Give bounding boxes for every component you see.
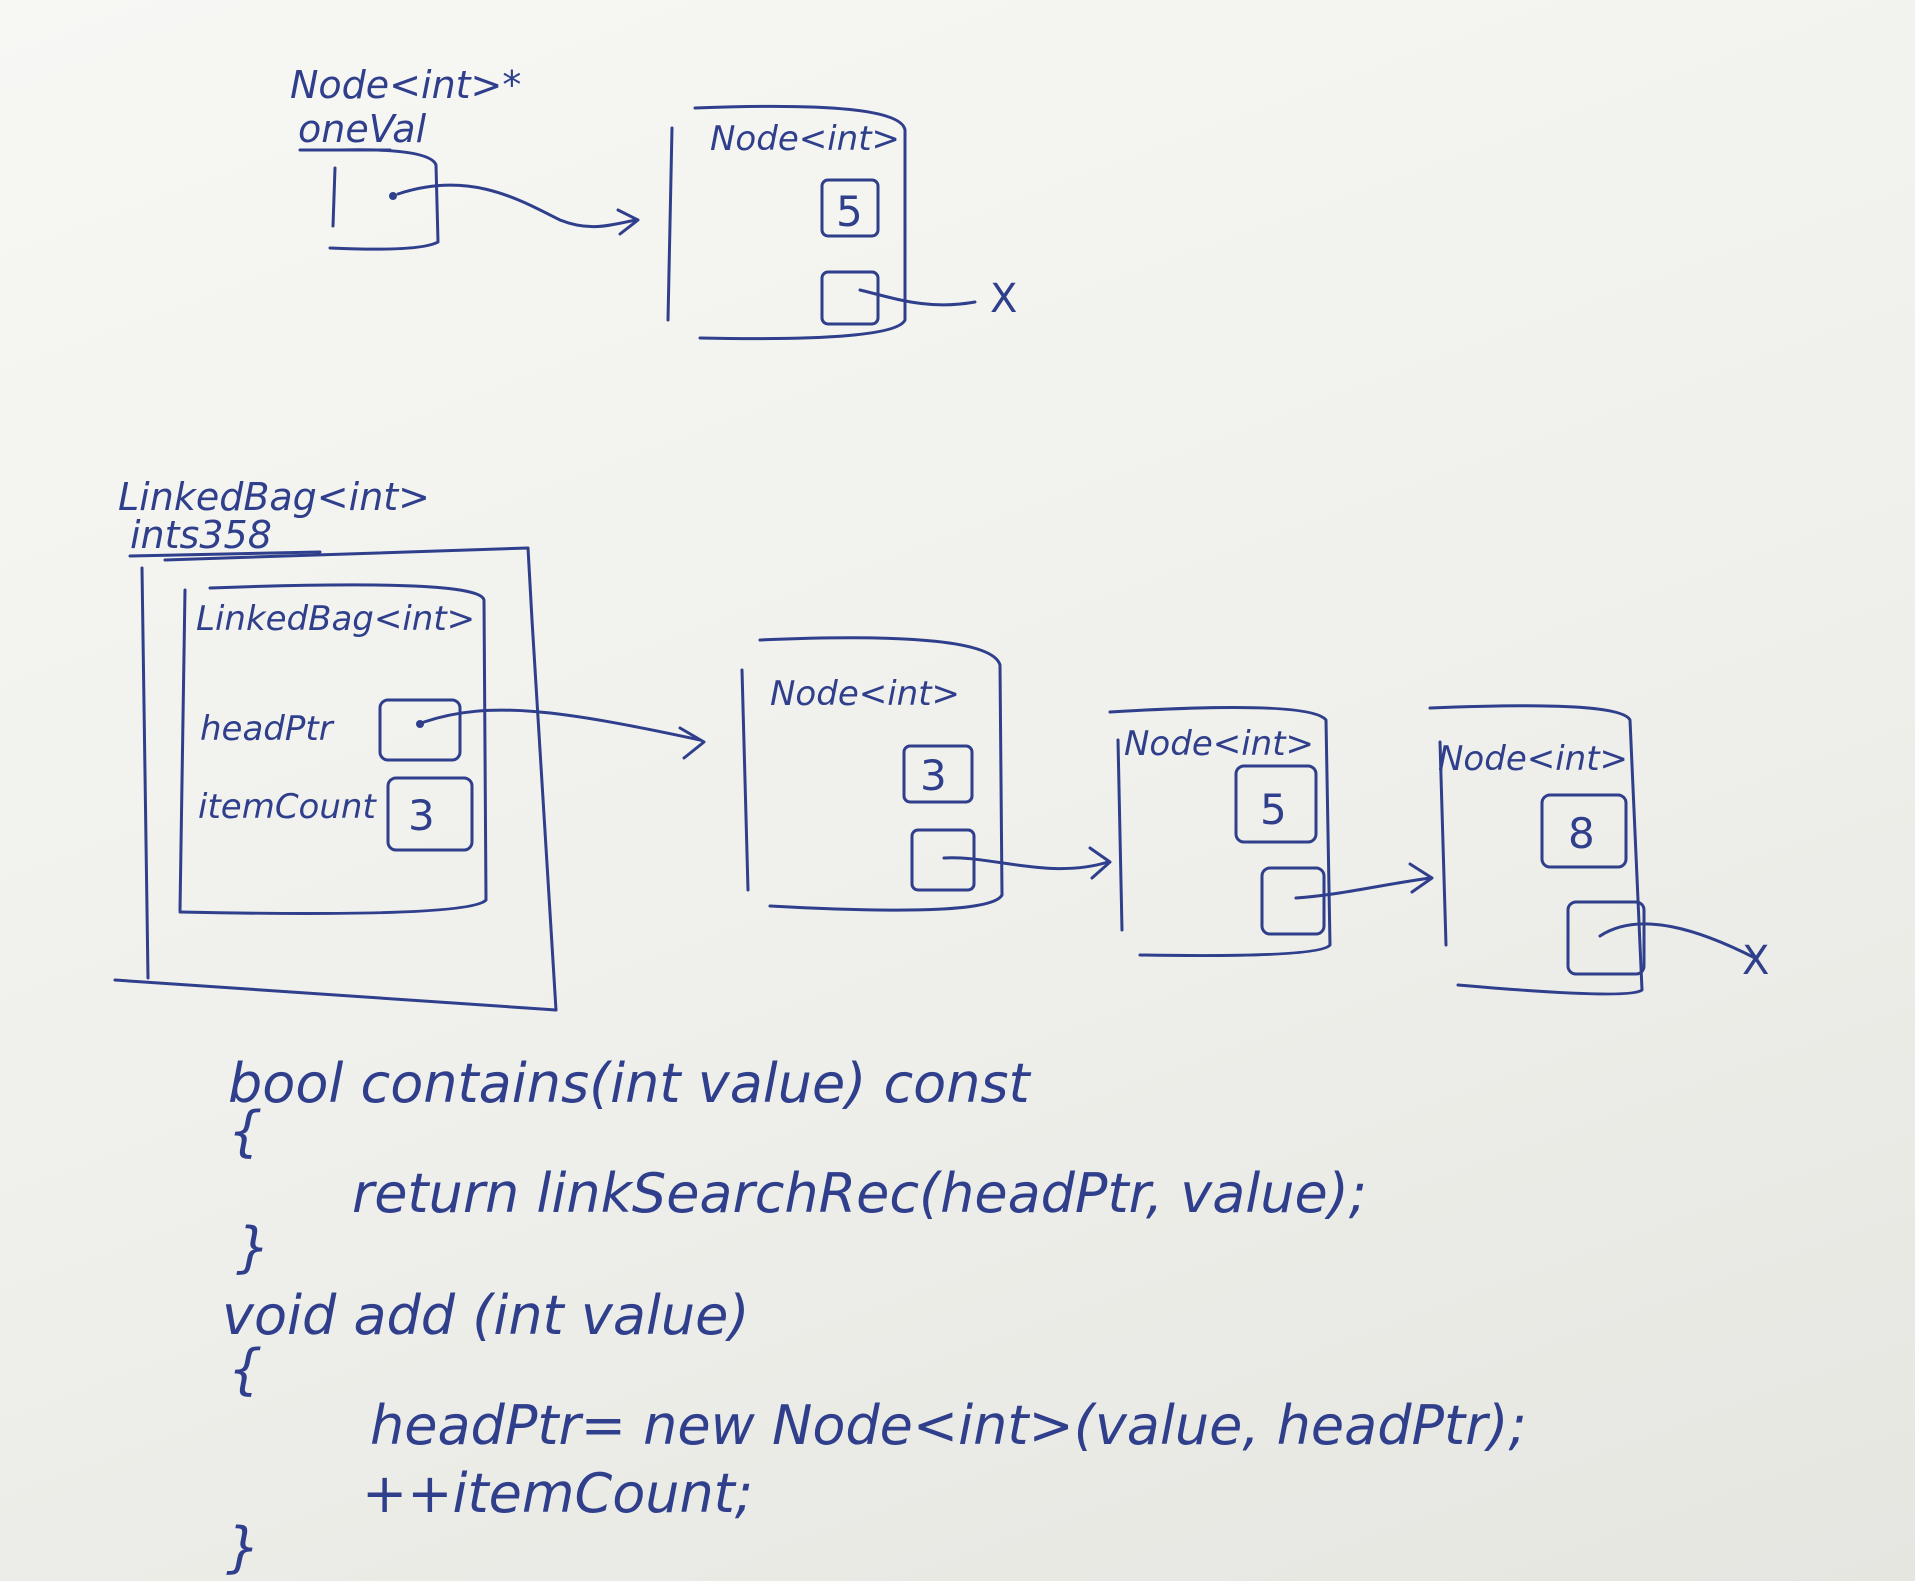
code-line-1: bool contains(int value) const xyxy=(228,1052,1032,1115)
node2-next-box xyxy=(1260,866,1326,936)
node1-frame xyxy=(758,636,1004,912)
node1-next-arrow xyxy=(942,856,1110,871)
node2-next-arrow xyxy=(1294,876,1432,900)
code-line-7: headPtr= new Node<int>(value, headPtr); xyxy=(370,1394,1527,1457)
top-node-null-mark: X xyxy=(990,276,1017,322)
node1-value: 3 xyxy=(920,751,947,800)
bag-type-label: LinkedBag<int> xyxy=(118,475,430,519)
node2-title: Node<int> xyxy=(1124,724,1314,764)
node3-null-line xyxy=(1598,922,1757,960)
node2-next-arrowhead xyxy=(1408,862,1434,894)
top-node-left xyxy=(666,126,674,322)
code-line-2: { xyxy=(228,1100,262,1163)
node1-left xyxy=(740,668,750,892)
item-count-label: itemCount xyxy=(198,787,377,827)
head-ptr-label: headPtr xyxy=(200,709,335,749)
bag-outer-bottom xyxy=(113,978,558,1012)
bag-outer-right xyxy=(163,546,558,1012)
pointer-box xyxy=(328,148,440,251)
code-line-6: { xyxy=(228,1338,262,1401)
top-node-title: Node<int> xyxy=(710,119,900,159)
pointer-type-label: Node<int>* xyxy=(290,63,521,107)
bag-inner-left xyxy=(178,588,187,912)
pointer-dot xyxy=(389,192,397,200)
top-node-next-box xyxy=(820,270,880,326)
code-line-8: ++itemCount; xyxy=(362,1462,753,1525)
code-line-3: return linkSearchRec(headPtr, value); xyxy=(352,1162,1367,1225)
head-arrow xyxy=(422,708,702,742)
item-count-box xyxy=(386,776,474,852)
top-node-value: 5 xyxy=(836,187,863,236)
bag-var-name: ints358 xyxy=(130,513,272,557)
bag-inner-frame xyxy=(178,583,488,915)
node2-left xyxy=(1116,738,1124,932)
node1-value-box xyxy=(902,744,974,804)
node2-frame xyxy=(1108,706,1332,958)
item-count-value: 3 xyxy=(408,791,435,840)
pointer-arrowhead xyxy=(616,208,640,236)
node3-next-box xyxy=(1566,900,1646,976)
head-ptr-box xyxy=(378,698,462,762)
top-node-frame xyxy=(693,104,907,341)
node3-value-box xyxy=(1540,793,1628,869)
head-ptr-dot xyxy=(416,720,424,728)
node1-next-arrowhead xyxy=(1088,846,1112,880)
pointer-arrow xyxy=(396,183,638,229)
code-line-9: } xyxy=(226,1516,260,1579)
node2-value: 5 xyxy=(1260,785,1287,834)
node3-left xyxy=(1438,740,1448,947)
pointer-name-label: oneVal xyxy=(298,107,427,151)
bag-var-underline xyxy=(128,550,322,558)
code-line-5: void add (int value) xyxy=(222,1284,749,1347)
bag-outer-left xyxy=(140,566,150,980)
node3-value: 8 xyxy=(1568,809,1595,858)
node3-title: Node<int> xyxy=(1438,739,1628,779)
bag-inner-title: LinkedBag<int> xyxy=(196,599,475,639)
code-line-4: } xyxy=(236,1216,270,1279)
top-node-value-box xyxy=(820,178,880,238)
node1-next-box xyxy=(910,828,976,892)
node2-value-box xyxy=(1234,764,1318,844)
top-node-null-line xyxy=(858,288,977,307)
node1-title: Node<int> xyxy=(770,674,960,714)
node3-frame xyxy=(1428,704,1644,996)
head-arrowhead xyxy=(678,726,706,760)
node3-null-mark: X xyxy=(1742,938,1769,984)
pointer-box-left xyxy=(331,166,337,228)
